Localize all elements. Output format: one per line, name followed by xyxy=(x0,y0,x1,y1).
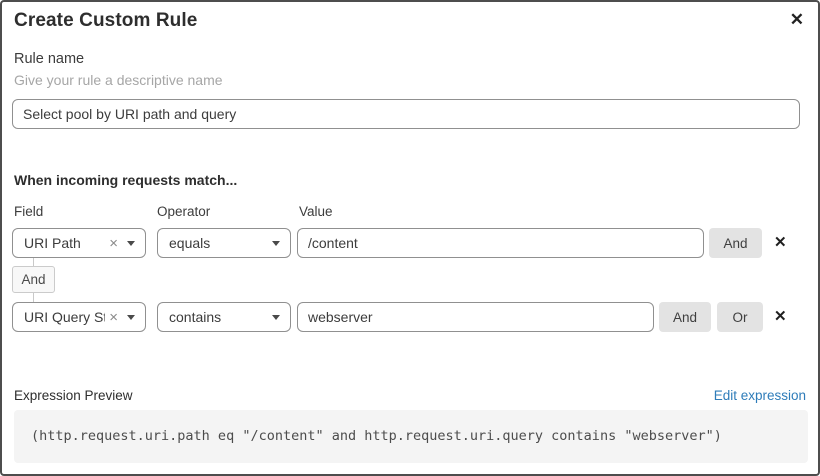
field-select-row2[interactable]: URI Query St... × xyxy=(12,302,146,332)
chevron-down-icon xyxy=(272,315,280,320)
edit-expression-link[interactable]: Edit expression xyxy=(713,388,806,403)
or-button-row2[interactable]: Or xyxy=(717,302,763,332)
and-button-row2[interactable]: And xyxy=(659,302,711,332)
clear-selection-icon[interactable]: × xyxy=(109,308,118,326)
column-label-value: Value xyxy=(299,204,333,219)
rule-name-hint: Give your rule a descriptive name xyxy=(14,72,223,88)
operator-select-row2-value: contains xyxy=(169,309,222,325)
and-button-row1[interactable]: And xyxy=(709,228,762,258)
field-select-row1[interactable]: URI Path × xyxy=(12,228,146,258)
and-connector-badge: And xyxy=(12,266,55,293)
column-label-operator: Operator xyxy=(157,204,211,219)
remove-row2-icon[interactable]: ✕ xyxy=(774,308,787,325)
chevron-down-icon xyxy=(127,241,135,246)
field-select-row1-value: URI Path xyxy=(24,235,81,251)
match-section-heading: When incoming requests match... xyxy=(14,172,238,188)
column-label-field: Field xyxy=(14,204,44,219)
expression-code: (http.request.uri.path eq "/content" and… xyxy=(31,428,722,444)
rule-name-input[interactable] xyxy=(12,99,800,129)
dialog-title: Create Custom Rule xyxy=(14,10,198,31)
connector-line-bottom xyxy=(33,293,34,303)
value-input-row2[interactable] xyxy=(297,302,654,332)
field-select-row2-value: URI Query St... xyxy=(24,309,105,325)
expression-preview-box: (http.request.uri.path eq "/content" and… xyxy=(14,410,808,463)
remove-row1-icon[interactable]: ✕ xyxy=(774,234,787,251)
operator-select-row1[interactable]: equals xyxy=(157,228,291,258)
clear-selection-icon[interactable]: × xyxy=(109,234,118,252)
chevron-down-icon xyxy=(272,241,280,246)
operator-select-row2[interactable]: contains xyxy=(157,302,291,332)
expression-preview-label: Expression Preview xyxy=(14,388,133,403)
rule-name-label: Rule name xyxy=(14,51,85,67)
value-input-row1[interactable] xyxy=(297,228,704,258)
close-icon[interactable]: ✕ xyxy=(789,10,804,29)
connector-line-top xyxy=(33,258,34,267)
operator-select-row1-value: equals xyxy=(169,235,211,251)
chevron-down-icon xyxy=(127,315,135,320)
